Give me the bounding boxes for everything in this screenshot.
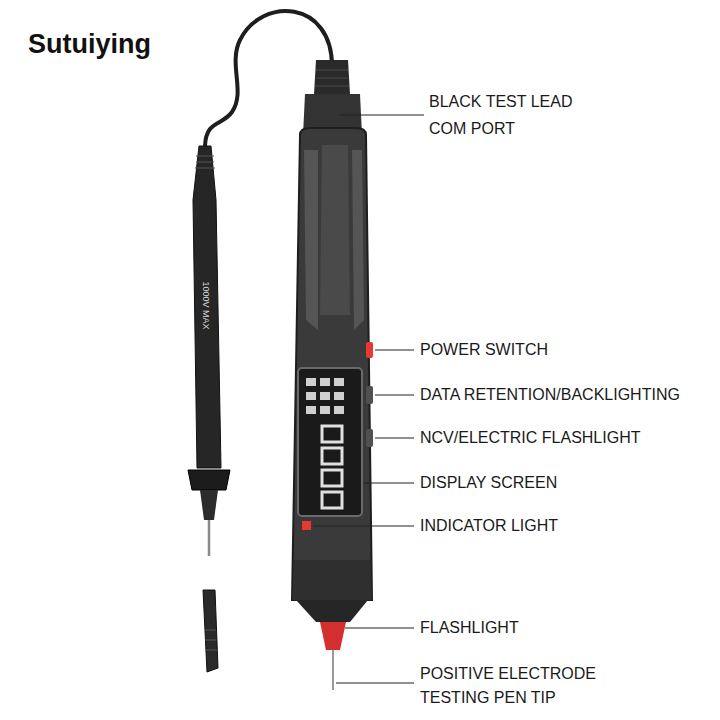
grip-panel	[304, 150, 318, 330]
probe-hand-guard	[188, 470, 230, 490]
callout-label: FLASHLIGHT	[420, 618, 519, 638]
tip-pin	[332, 650, 334, 690]
power-button	[366, 342, 373, 358]
probe-cap-ribs	[205, 630, 217, 650]
device-body	[292, 128, 372, 600]
callout-label: POWER SWITCH	[420, 340, 548, 360]
com-port-boot	[314, 60, 350, 94]
lower-body	[292, 560, 372, 600]
red-tip	[320, 622, 346, 650]
probe-neck	[200, 490, 218, 520]
grip-panel	[320, 145, 350, 315]
ncv-button	[366, 429, 373, 447]
callout-label: DATA RETENTION/BACKLIGHTING	[420, 385, 680, 405]
leader-lines	[313, 115, 424, 683]
probe-tip-cap	[203, 590, 218, 672]
callout-label: DISPLAY SCREEN	[420, 473, 557, 493]
probe-rating: 1000V MAX	[200, 261, 211, 351]
probe-pin	[208, 520, 211, 556]
callout-label: BLACK TEST LEAD COM PORT	[429, 88, 604, 142]
indicator-light	[302, 521, 311, 530]
nose	[296, 600, 368, 622]
brand-watermark: Sutuiying	[28, 28, 151, 60]
boot-ribs	[315, 70, 349, 86]
probe-grip-ribs	[195, 156, 215, 168]
screen-digits	[322, 426, 342, 508]
grip-panel	[352, 150, 364, 330]
screen-icons	[306, 378, 344, 414]
callout-label: INDICATOR LIGHT	[420, 516, 558, 536]
callout-label: NCV/ELECTRIC FLASHLIGHT	[420, 428, 640, 448]
hold-button	[366, 386, 373, 404]
probe-handle	[193, 146, 221, 468]
display-screen	[298, 368, 362, 516]
callout-label: POSITIVE ELECTRODE TESTING PEN TIP	[420, 662, 655, 710]
